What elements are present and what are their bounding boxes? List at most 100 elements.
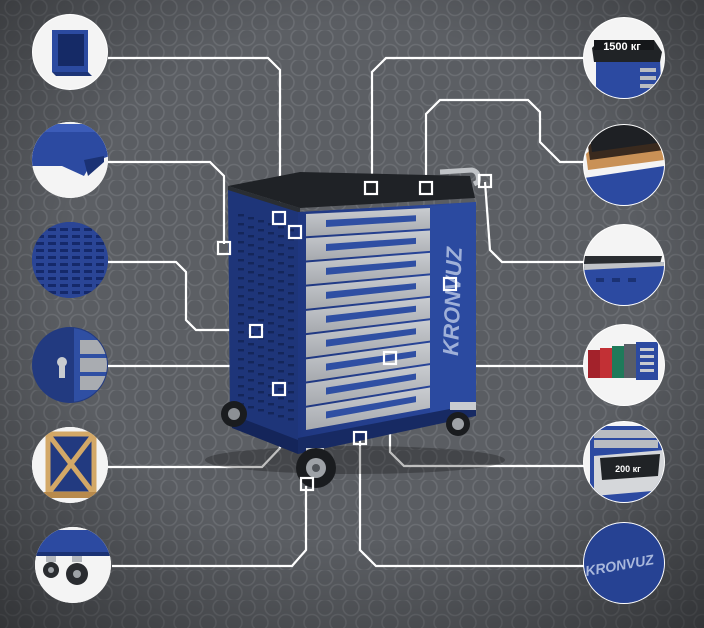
perforation-slot: [84, 235, 92, 238]
drawer-handle: [326, 237, 416, 251]
perforation-slot: [288, 283, 294, 286]
perforation-slot: [36, 277, 44, 280]
callout-line-12: [358, 438, 584, 568]
perforation-slot: [258, 400, 264, 403]
perforation-slot: [258, 274, 264, 277]
perforation-slot: [238, 286, 244, 289]
perforation-slot: [248, 298, 254, 301]
perforation-slot: [268, 385, 274, 388]
perforation-slot: [288, 373, 294, 376]
marker-base: [352, 430, 368, 446]
perforation-slot: [268, 358, 274, 361]
perforation-slot: [268, 313, 274, 316]
perforation-slot: [278, 280, 284, 283]
perforation-slot: [48, 277, 56, 280]
perforation-slot: [238, 250, 244, 253]
perforation-slot: [96, 277, 104, 280]
perforation-slot: [258, 337, 264, 340]
drawer-handle: [326, 305, 416, 323]
perforation-slot: [278, 316, 284, 319]
perforation-slot: [60, 277, 68, 280]
perforation-slot: [248, 397, 254, 400]
perforation-slot: [268, 268, 274, 271]
perforation-slot: [84, 277, 92, 280]
callout-line-2: [108, 160, 226, 244]
callout-thumb-perforated-panel: [32, 222, 108, 298]
perforation-slot: [278, 244, 284, 247]
tool-trolley: KRONVUZ: [205, 167, 505, 488]
rear-left-caster: [221, 401, 247, 427]
marker-lock: [271, 381, 287, 397]
perforation-slot: [238, 340, 244, 343]
perforation-slot: [60, 291, 68, 294]
perforation-slot: [48, 235, 56, 238]
perforation-slot: [288, 265, 294, 268]
perforation-slot: [60, 242, 68, 245]
perforation-slot: [278, 415, 284, 418]
perforation-slot: [248, 361, 254, 364]
perforation-slot: [268, 295, 274, 298]
perforation-slot: [278, 379, 284, 382]
perforation-slot: [238, 331, 244, 334]
perforation-slot: [258, 346, 264, 349]
drawer-handle: [326, 328, 416, 347]
marker-drawer: [382, 350, 398, 366]
perforation-slot: [96, 263, 104, 266]
perforation-slot: [268, 340, 274, 343]
perforation-slot: [248, 406, 254, 409]
perforation-slot: [268, 259, 274, 262]
trolley-top-mat: [228, 172, 475, 208]
perforation-slot: [268, 322, 274, 325]
perforation-slot: [278, 361, 284, 364]
perforation-slot: [268, 331, 274, 334]
perforation-slot: [288, 328, 294, 331]
perforation-slot: [36, 242, 44, 245]
perforation-slot: [258, 265, 264, 268]
perforation-slot: [258, 391, 264, 394]
top-load-label: 1500 кг: [603, 41, 641, 53]
perforation-slot: [72, 228, 80, 231]
perforation-slot: [60, 256, 68, 259]
perforation-slot: [248, 271, 254, 274]
perforation-slot: [258, 292, 264, 295]
perforation-slot: [288, 382, 294, 385]
perforation-slot: [48, 270, 56, 273]
perforation-slot: [48, 249, 56, 252]
perforation-slot: [278, 235, 284, 238]
perforation-slot: [238, 223, 244, 226]
perforation-slot: [278, 226, 284, 229]
perforation-slot: [248, 217, 254, 220]
perforation-slot: [72, 277, 80, 280]
callout-thumb-top-edge: [583, 224, 665, 306]
perforation-slot: [96, 249, 104, 252]
front-right-caster: [446, 402, 476, 436]
perforation-slot: [72, 270, 80, 273]
perforation-slot: [238, 259, 244, 262]
perforation-slot: [268, 250, 274, 253]
perforation-slot: [258, 319, 264, 322]
drawer-handle: [326, 215, 416, 228]
drawer-handle: [326, 373, 416, 395]
perforation-slot: [258, 310, 264, 313]
perforation-slot: [258, 382, 264, 385]
drawer-handle: [326, 396, 416, 419]
perforation-slot: [248, 379, 254, 382]
perforation-slot: [84, 228, 92, 231]
perforation-slot: [238, 349, 244, 352]
perforation-slot: [72, 291, 80, 294]
perforation-slot: [238, 214, 244, 217]
perforation-slot: [96, 242, 104, 245]
perforation-slot: [258, 355, 264, 358]
perforation-slot: [258, 301, 264, 304]
callout-thumb-top-load: 1500 кг: [583, 17, 665, 99]
perforation-slot: [36, 256, 44, 259]
perforation-slot: [288, 400, 294, 403]
perforation-slot: [238, 394, 244, 397]
callout-line-6: [112, 486, 308, 568]
perforation-slot: [248, 343, 254, 346]
callout-line-3: [108, 260, 256, 332]
drawer-handle: [326, 283, 416, 299]
perforation-slot: [238, 304, 244, 307]
perforation-slot: [288, 355, 294, 358]
